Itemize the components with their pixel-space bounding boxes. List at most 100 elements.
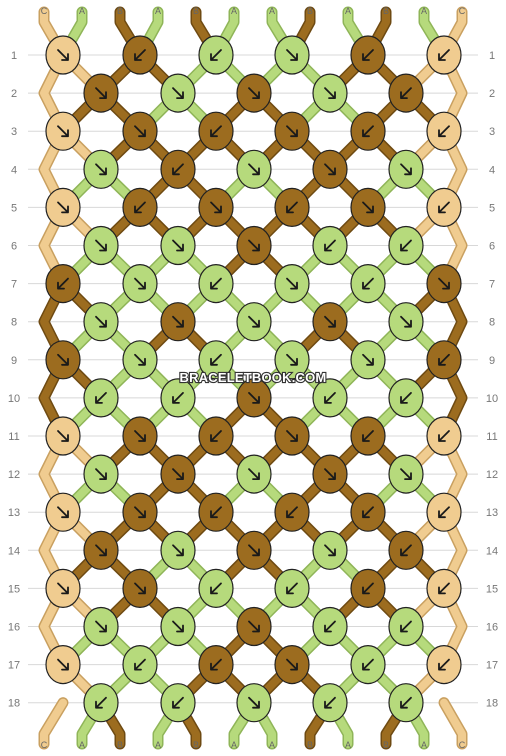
strand-letter-bottom: A bbox=[421, 740, 427, 750]
arrow-down-right-icon bbox=[95, 87, 107, 99]
arrow-down-right-icon bbox=[324, 544, 336, 557]
strand-letter-top: A bbox=[269, 6, 275, 16]
knot bbox=[45, 644, 81, 685]
row-number-right: 15 bbox=[486, 583, 498, 595]
strand-letter-bottom: A bbox=[155, 740, 161, 750]
knot bbox=[274, 340, 310, 380]
arrow-down-left-icon bbox=[400, 87, 412, 99]
arrow-down-right-icon bbox=[172, 239, 184, 252]
row-number-right: 6 bbox=[489, 241, 495, 253]
knot bbox=[350, 35, 386, 75]
strand-letter-top: B bbox=[193, 6, 199, 16]
row-number-left: 6 bbox=[11, 241, 17, 253]
arrow-down-right-icon bbox=[248, 696, 260, 709]
knot bbox=[122, 264, 158, 304]
row-number-left: 13 bbox=[8, 507, 20, 519]
arrow-down-right-icon bbox=[210, 201, 222, 214]
arrow-down-right-icon bbox=[248, 544, 260, 557]
arrow-down-right-icon bbox=[324, 315, 336, 328]
arrow-down-left-icon bbox=[438, 658, 450, 671]
knot bbox=[122, 416, 158, 456]
arrow-down-left-icon bbox=[438, 125, 450, 138]
knot bbox=[312, 302, 348, 342]
arrow-down-right-icon bbox=[57, 506, 69, 519]
strand-tail-bottom bbox=[440, 698, 466, 748]
arrow-down-right-icon bbox=[286, 353, 298, 366]
knot bbox=[274, 568, 310, 609]
knot bbox=[388, 378, 424, 418]
arrow-down-right-icon bbox=[134, 277, 146, 290]
strand-letter-bottom: B bbox=[117, 740, 123, 750]
arrow-down-right-icon bbox=[134, 353, 146, 366]
knot bbox=[426, 568, 462, 609]
knot bbox=[350, 416, 386, 456]
arrow-down-left-icon bbox=[172, 696, 184, 709]
knot bbox=[83, 683, 119, 723]
arrow-down-left-icon bbox=[172, 163, 184, 176]
knot bbox=[350, 568, 386, 609]
knot bbox=[236, 683, 272, 723]
knot bbox=[45, 111, 81, 151]
arrow-down-right-icon bbox=[95, 315, 107, 328]
knot bbox=[388, 606, 424, 647]
knot bbox=[350, 492, 386, 532]
arrow-down-left-icon bbox=[362, 49, 374, 61]
knot bbox=[198, 187, 234, 227]
knot bbox=[426, 492, 462, 532]
arrow-down-left-icon bbox=[362, 658, 374, 671]
knot bbox=[350, 264, 386, 304]
knot bbox=[236, 454, 272, 494]
row-number-right: 9 bbox=[489, 355, 495, 367]
arrow-down-right-icon bbox=[362, 353, 374, 366]
row-number-right: 5 bbox=[489, 202, 495, 214]
knots bbox=[45, 35, 462, 723]
arrow-down-right-icon bbox=[438, 277, 450, 290]
row-number-right: 8 bbox=[489, 317, 495, 329]
knot bbox=[236, 606, 272, 647]
knot bbox=[312, 606, 348, 647]
knot bbox=[45, 416, 81, 456]
knot bbox=[45, 35, 81, 75]
knot bbox=[122, 492, 158, 532]
strand-letter-bottom: B bbox=[307, 740, 313, 750]
strand-letter-top: B bbox=[383, 6, 389, 16]
knot bbox=[160, 683, 196, 723]
arrow-down-right-icon bbox=[248, 620, 260, 633]
arrow-down-left-icon bbox=[400, 544, 412, 557]
knot bbox=[83, 530, 119, 570]
arrow-down-right-icon bbox=[95, 239, 107, 252]
arrow-down-right-icon bbox=[248, 392, 260, 404]
row-number-right: 3 bbox=[489, 126, 495, 138]
arrow-down-left-icon bbox=[362, 277, 374, 290]
knot bbox=[160, 454, 196, 494]
knot bbox=[160, 302, 196, 342]
arrow-down-left-icon bbox=[172, 392, 184, 404]
row-number-left: 14 bbox=[8, 545, 20, 557]
knot bbox=[236, 73, 272, 113]
knot bbox=[312, 149, 348, 189]
knot bbox=[274, 35, 310, 75]
arrow-down-right-icon bbox=[172, 468, 184, 480]
knot bbox=[160, 378, 196, 418]
knot bbox=[426, 644, 462, 685]
knot bbox=[426, 264, 462, 304]
knot bbox=[198, 416, 234, 456]
arrow-down-left-icon bbox=[324, 392, 336, 404]
arrow-down-left-icon bbox=[362, 582, 374, 595]
row-number-left: 5 bbox=[11, 202, 17, 214]
arrow-down-right-icon bbox=[324, 468, 336, 480]
knot bbox=[83, 149, 119, 189]
arrow-down-left-icon bbox=[286, 582, 298, 595]
knot bbox=[236, 225, 272, 266]
row-number-right: 10 bbox=[486, 393, 498, 405]
arrow-down-right-icon bbox=[95, 544, 107, 557]
arrow-down-left-icon bbox=[57, 277, 69, 290]
row-number-left: 7 bbox=[11, 279, 17, 291]
knot bbox=[83, 73, 119, 113]
knot bbox=[274, 644, 310, 685]
arrow-down-left-icon bbox=[286, 201, 298, 214]
row-number-left: 8 bbox=[11, 317, 17, 329]
knot bbox=[236, 378, 272, 418]
knot bbox=[236, 530, 272, 570]
arrow-down-right-icon bbox=[57, 658, 69, 671]
